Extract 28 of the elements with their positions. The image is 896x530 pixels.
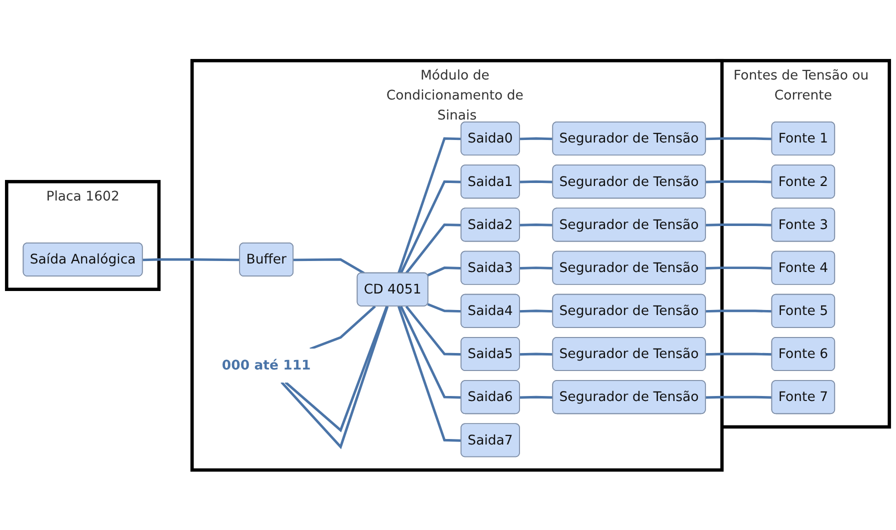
connector [520, 180, 554, 183]
connector [294, 258, 365, 274]
connector [706, 309, 772, 312]
connector [427, 266, 462, 276]
connector [310, 305, 376, 350]
connector [405, 305, 462, 356]
connector [427, 302, 462, 312]
connector [706, 266, 772, 270]
node-text: 000 até 111 [222, 356, 311, 373]
connector [280, 306, 389, 449]
connector [520, 396, 554, 398]
connector [706, 180, 772, 183]
connector [284, 306, 388, 432]
connector [405, 223, 462, 274]
connector [400, 305, 462, 398]
connector [520, 352, 554, 356]
connector [520, 309, 554, 312]
connector [706, 396, 772, 398]
connector [400, 180, 462, 274]
connector [520, 136, 554, 140]
connector [520, 266, 554, 270]
connector [706, 352, 772, 356]
connector [706, 136, 772, 140]
connector [142, 258, 240, 261]
connector [397, 136, 462, 274]
connector [706, 223, 772, 226]
connector [520, 223, 554, 226]
connector [397, 306, 462, 442]
